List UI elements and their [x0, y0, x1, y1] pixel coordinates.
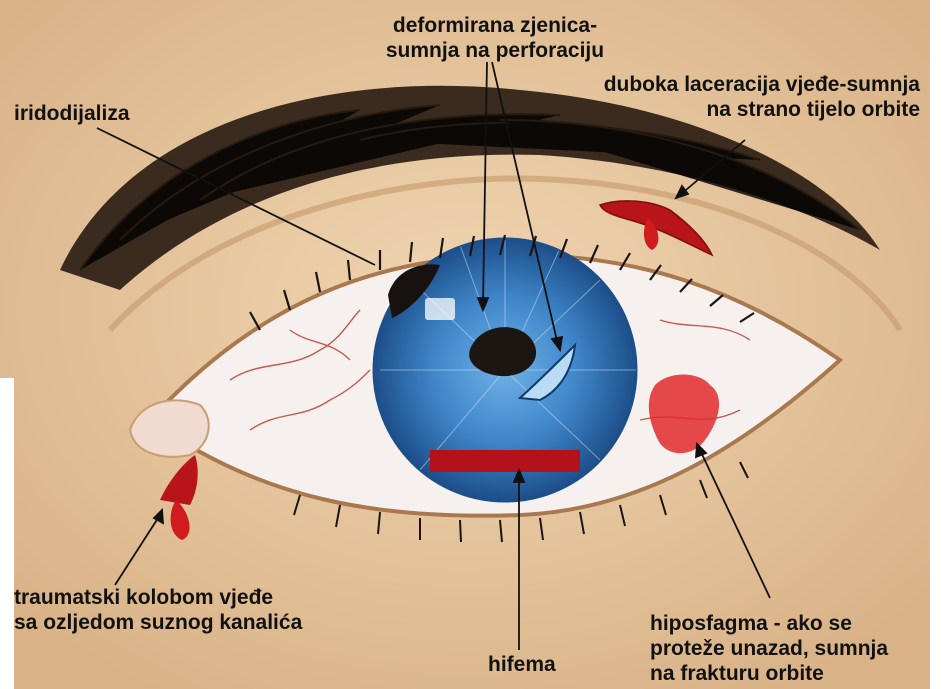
label-line: na frakturu orbite [650, 661, 888, 686]
label-line: duboka laceracija vjeđe-sumnja [500, 72, 920, 97]
label-hyposphagma: hiposfagma - ako se proteže unazad, sumn… [650, 611, 888, 686]
label-line: deformirana zjenica- [350, 13, 640, 38]
label-line: iridodijaliza [14, 101, 130, 126]
label-line: proteže unazad, sumnja [650, 636, 888, 661]
label-line: sa ozljedom suznog kanalića [14, 610, 302, 635]
corneal-highlight [425, 298, 455, 320]
label-line: hiposfagma - ako se [650, 611, 888, 636]
label-deformed-pupil: deformirana zjenica- sumnja na perforaci… [350, 13, 640, 63]
label-line: hifema [488, 652, 556, 677]
label-line: na strano tijelo orbite [500, 97, 920, 122]
hyphema-level [430, 450, 580, 472]
label-coloboma: traumatski kolobom vjeđe sa ozljedom suz… [14, 585, 302, 635]
label-iridodialysis: iridodijaliza [14, 101, 130, 126]
label-line: traumatski kolobom vjeđe [14, 585, 302, 610]
label-hyphema: hifema [488, 652, 556, 677]
label-line: sumnja na perforaciju [350, 38, 640, 63]
label-eyelid-laceration: duboka laceracija vjeđe-sumnja na strano… [500, 72, 920, 122]
